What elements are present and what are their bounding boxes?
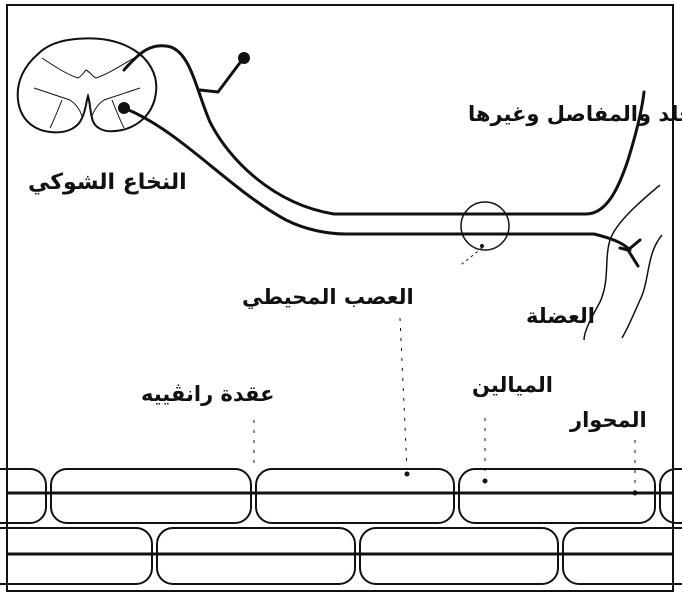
axon-label: المحوار xyxy=(570,408,647,432)
myelin-dot xyxy=(482,478,488,484)
muscle-right-edge xyxy=(621,234,663,339)
spinal-cord-illustration xyxy=(16,37,158,134)
myelin-segment xyxy=(156,527,356,585)
peripheral-nerve-label: العصب المحيطي xyxy=(242,285,414,309)
myelin-label: الميالين xyxy=(472,373,553,397)
myelin-segment xyxy=(0,527,153,585)
myelinated-axon-bottom xyxy=(0,527,682,585)
muscle-label: العضلة xyxy=(526,304,595,328)
motor-neuron-cell xyxy=(118,102,130,114)
leader-lines xyxy=(253,317,636,493)
myelin-segment xyxy=(458,468,656,524)
gray-matter xyxy=(33,57,141,129)
myelin-segments-bottom xyxy=(0,527,682,585)
zoom-pointer xyxy=(461,247,483,265)
myelin-segment xyxy=(562,527,682,585)
myelin-segment xyxy=(0,468,47,524)
myelin-segment xyxy=(659,468,682,524)
myelinated-axon-top xyxy=(0,468,682,524)
muscle-left-edge xyxy=(583,184,661,341)
sensory-fiber xyxy=(122,44,646,216)
skin-joints-label: الجلد والمفاصل وغيرها xyxy=(468,102,682,126)
node-of-ranvier-label: عقدة رانڤييه xyxy=(141,382,275,406)
nerve-ending xyxy=(618,238,642,268)
peripheral-nerve-leader xyxy=(399,317,408,471)
spinal-cord-outline xyxy=(16,37,158,134)
myelin-segment xyxy=(255,468,455,524)
nerve-fibers xyxy=(118,44,646,268)
myelin-segment xyxy=(50,468,252,524)
myelin-segment xyxy=(359,527,559,585)
spinal-cord-label: النخاع الشوكي xyxy=(28,170,187,195)
zoom-pointer-dot xyxy=(480,244,484,248)
myelin-segments-top xyxy=(0,468,682,524)
ganglion-branch xyxy=(198,58,244,94)
ganglion-cell xyxy=(238,52,250,64)
peripheral-nerve-dot xyxy=(404,471,410,477)
zoom-circle xyxy=(460,201,510,251)
motor-fiber xyxy=(122,106,632,252)
muscle-illustration xyxy=(583,184,663,341)
